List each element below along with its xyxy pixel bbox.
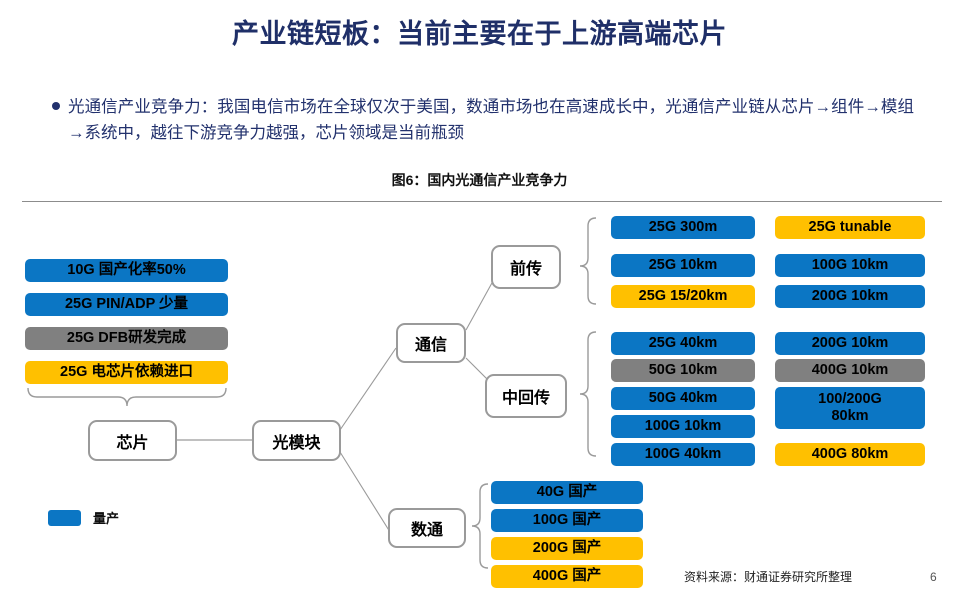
datacom-label-bar: 40G 国产 — [491, 481, 643, 504]
node-optical-module[interactable]: 光模块 — [252, 420, 341, 461]
fronthaul-label-bar: 25G 10km — [611, 254, 755, 277]
legend: 量产 — [48, 508, 119, 527]
bullet-paragraph: 光通信产业竞争力：我国电信市场在全球仅次于美国，数通市场也在高速成长中，光通信产… — [52, 94, 914, 146]
datacom-label-bar: 100G 国产 — [491, 509, 643, 532]
chip-label-bar: 25G 电芯片依赖进口 — [25, 361, 228, 384]
mid-backhaul-label-bar: 25G 40km — [611, 332, 755, 355]
figure-caption: 图6：国内光通信产业竞争力 — [391, 172, 568, 188]
source-note: 资料来源：财通证券研究所整理 — [684, 570, 853, 584]
datacom-label-bar: 200G 国产 — [491, 537, 643, 560]
mid-backhaul-label-bar: 50G 40km — [611, 387, 755, 410]
fronthaul-label-bar: 25G 300m — [611, 216, 755, 239]
fronthaul-label-bar: 200G 10km — [775, 285, 925, 308]
bullet-point-icon — [52, 102, 60, 110]
legend-label: 量产 — [93, 511, 120, 526]
mid-backhaul-label-bar: 400G 10km — [775, 359, 925, 382]
chip-label-bar: 25G PIN/ADP 少量 — [25, 293, 228, 316]
chip-label-bar: 25G DFB研发完成 — [25, 327, 228, 350]
page-title: 产业链短板：当前主要在于上游高端芯片 — [232, 19, 727, 49]
node-mid-backhaul[interactable]: 中回传 — [485, 374, 567, 418]
mid-backhaul-label-bar: 50G 10km — [611, 359, 755, 382]
mid-backhaul-label-bar: 100G 40km — [611, 443, 755, 466]
figure-divider — [22, 201, 942, 202]
fronthaul-label-bar: 25G 15/20km — [611, 285, 755, 308]
mid-backhaul-label-bar: 400G 80km — [775, 443, 925, 466]
fronthaul-label-bar: 100G 10km — [775, 254, 925, 277]
mid-backhaul-label-bar: 200G 10km — [775, 332, 925, 355]
page-number: 6 — [930, 570, 937, 584]
mid-backhaul-label-bar: 100G 10km — [611, 415, 755, 438]
legend-swatch-icon — [48, 509, 81, 526]
node-chip[interactable]: 芯片 — [88, 420, 177, 461]
fronthaul-label-bar: 25G tunable — [775, 216, 925, 239]
node-datacom[interactable]: 数通 — [388, 508, 466, 548]
bullet-text: 光通信产业竞争力：我国电信市场在全球仅次于美国，数通市场也在高速成长中，光通信产… — [68, 98, 914, 142]
mid-backhaul-label-bar: 100/200G 80km — [775, 387, 925, 429]
datacom-label-bar: 400G 国产 — [491, 565, 643, 588]
node-fronthaul[interactable]: 前传 — [491, 245, 561, 289]
node-communication[interactable]: 通信 — [396, 323, 466, 363]
chip-label-bar: 10G 国产化率50% — [25, 259, 228, 282]
